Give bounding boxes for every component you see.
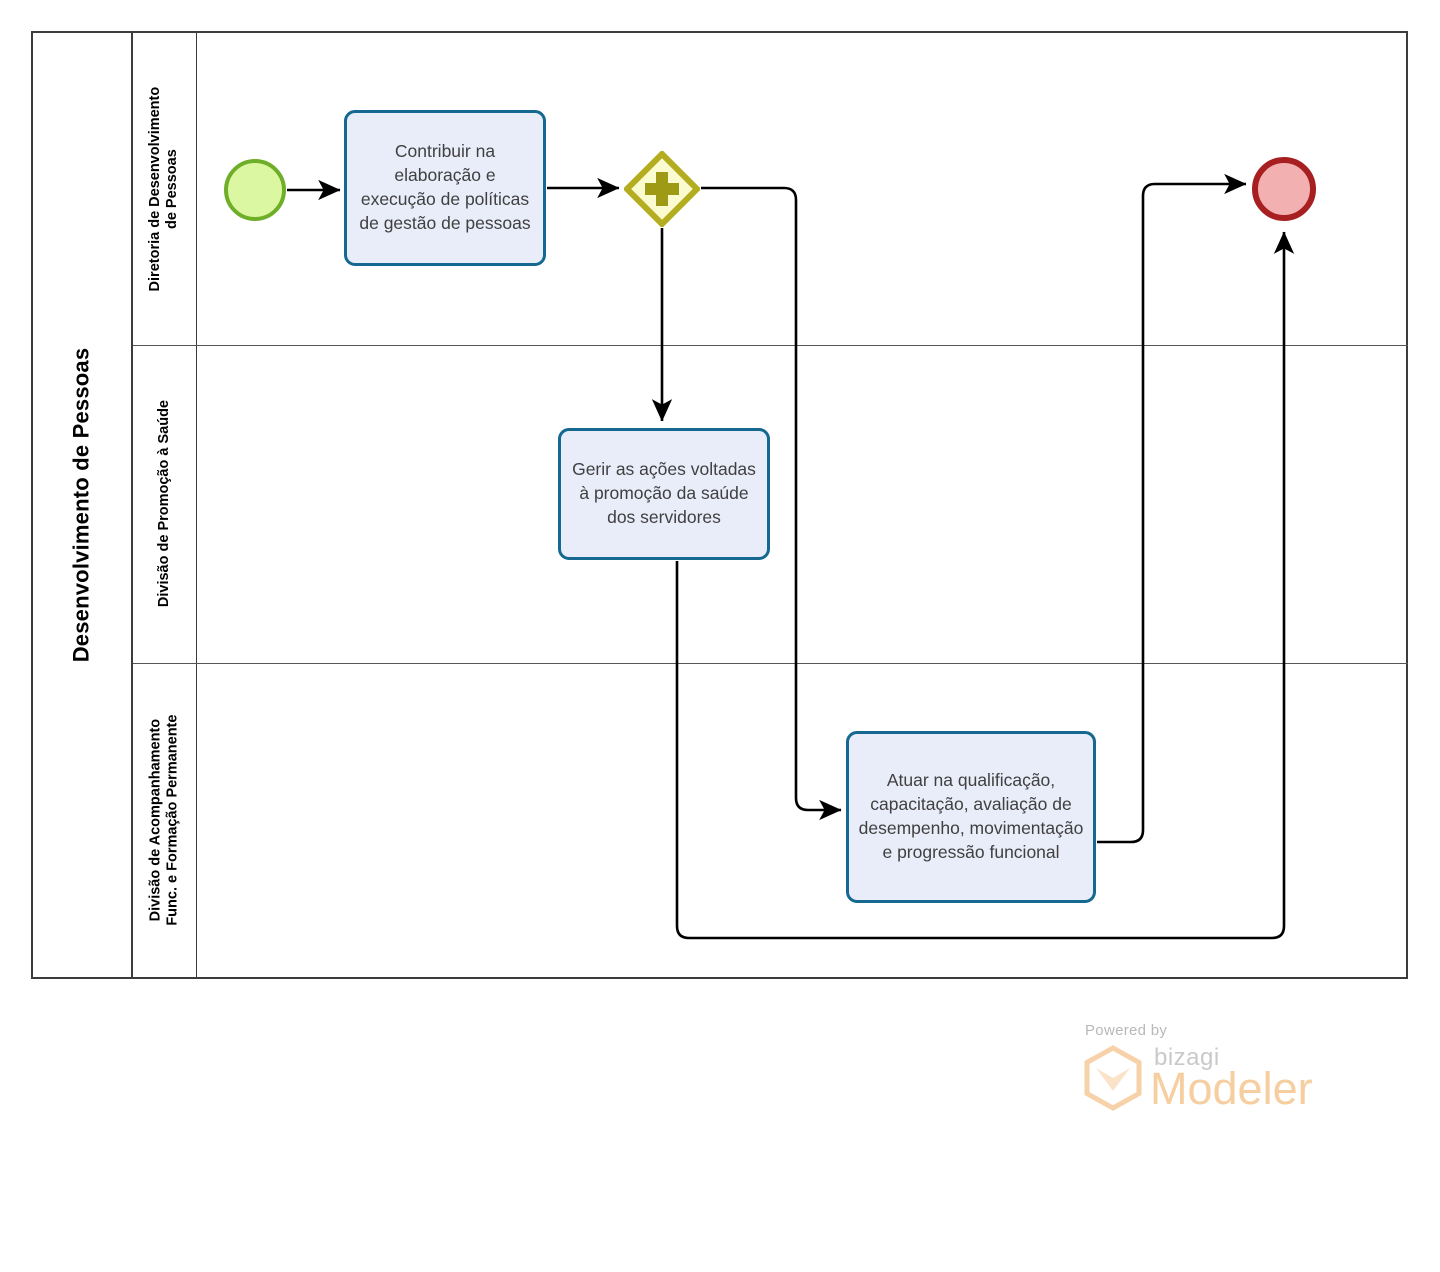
flow-gateway-to-atuar[interactable]: [701, 186, 842, 821]
task-atuar-label: Atuar na qualificação, capacitação, aval…: [858, 770, 1084, 862]
task-contribuir-label: Contribuir na elaboração e execução de p…: [359, 141, 531, 233]
end-event[interactable]: [1252, 157, 1316, 221]
task-contribuir-politicas-gestao-pessoas[interactable]: Contribuir na elaboração e execução de p…: [344, 110, 546, 266]
flow-gerir-to-end[interactable]: [675, 231, 1295, 940]
watermark-brand-text: bizagi: [1154, 1044, 1220, 1071]
start-event[interactable]: [224, 159, 286, 221]
task-gerir-label: Gerir as ações voltadas à promoção da sa…: [572, 459, 756, 527]
bizagi-watermark: Powered by bizagi Modeler: [1082, 1022, 1352, 1122]
bizagi-hexagon-icon: [1082, 1045, 1144, 1111]
watermark-wordmark: bizagi Modeler: [1150, 1044, 1313, 1114]
flow-atuar-to-end[interactable]: [1097, 173, 1247, 844]
lane-label-divisao-acompanhamento-formacao[interactable]: Divisão de Acompanhamento Func. e Formaç…: [133, 663, 197, 977]
lane-divider-2: [133, 663, 1408, 664]
lane-label-diretoria-desenvolvimento-pessoas[interactable]: Diretoria de Desenvolvimento de Pessoas: [133, 33, 197, 345]
watermark-logo-row: bizagi Modeler: [1082, 1045, 1352, 1111]
watermark-powered-by-text: Powered by: [1085, 1022, 1168, 1039]
lane-divider-1: [133, 345, 1408, 346]
task-atuar-qualificacao-progressao[interactable]: Atuar na qualificação, capacitação, aval…: [846, 731, 1096, 903]
task-gerir-acoes-promocao-saude[interactable]: Gerir as ações voltadas à promoção da sa…: [558, 428, 770, 560]
pool-title-bar[interactable]: Desenvolvimento de Pessoas: [31, 31, 133, 979]
watermark-product-text: Modeler: [1150, 1063, 1313, 1114]
plus-icon: [645, 172, 679, 206]
lane-label-divisao-promocao-saude[interactable]: Divisão de Promoção à Saúde: [133, 345, 197, 663]
parallel-gateway[interactable]: [622, 149, 702, 229]
